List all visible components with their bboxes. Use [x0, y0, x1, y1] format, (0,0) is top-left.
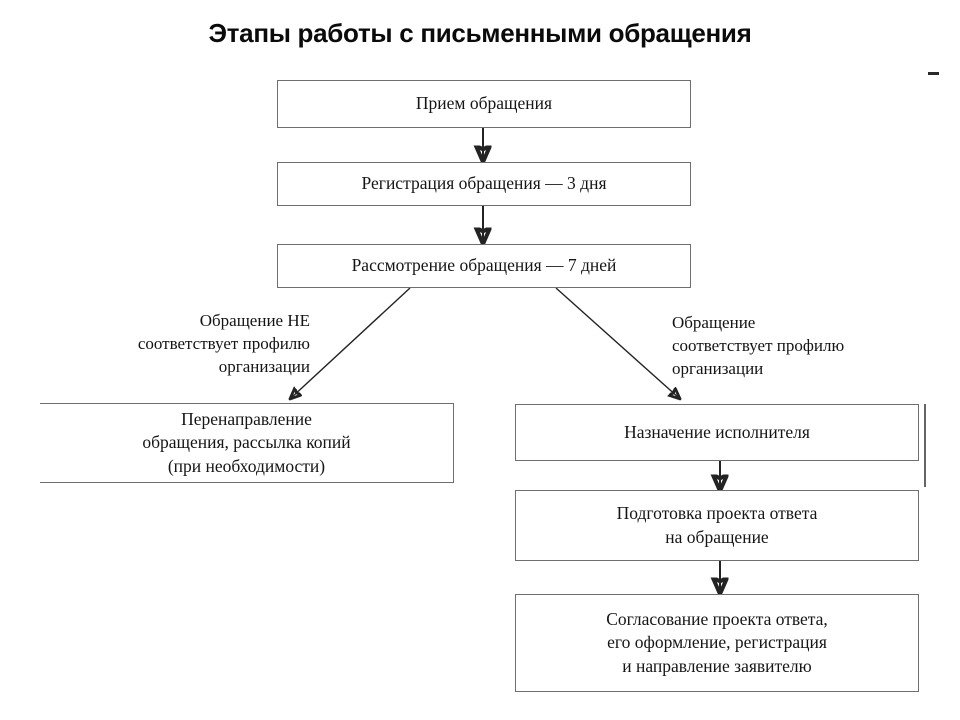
- node-assign[interactable]: Назначение исполнителя: [515, 404, 919, 461]
- node-approve-label: Согласование проекта ответа, его оформле…: [606, 609, 828, 676]
- node-redirect-label: Перенаправление обращения, рассылка копи…: [142, 409, 351, 476]
- node-intake-label: Прием обращения: [415, 93, 553, 114]
- node-review-label: Рассмотрение обращения — 7 дней: [351, 255, 617, 276]
- node-intake[interactable]: Прием обращения: [277, 80, 691, 128]
- node-register[interactable]: Регистрация обращения — 3 дня: [277, 162, 691, 206]
- branch-label-not-matching: Обращение НЕ соответствует профилю орган…: [137, 311, 310, 376]
- node-review[interactable]: Рассмотрение обращения — 7 дней: [277, 244, 691, 288]
- page-title: Этапы работы с письменными обращения: [208, 18, 752, 48]
- node-redirect[interactable]: Перенаправление обращения, рассылка копи…: [40, 403, 454, 483]
- node-draft[interactable]: Подготовка проекта ответа на обращение: [515, 490, 919, 561]
- stray-mark: [928, 72, 939, 75]
- edge-review-assign: [555, 287, 679, 398]
- branch-label-matching: Обращение соответствует профилю организа…: [672, 313, 845, 378]
- node-register-label: Регистрация обращения — 3 дня: [361, 173, 607, 194]
- node-assign-label: Назначение исполнителя: [624, 421, 810, 442]
- node-approve[interactable]: Согласование проекта ответа, его оформле…: [515, 594, 919, 692]
- node-draft-label: Подготовка проекта ответа на обращение: [616, 503, 818, 547]
